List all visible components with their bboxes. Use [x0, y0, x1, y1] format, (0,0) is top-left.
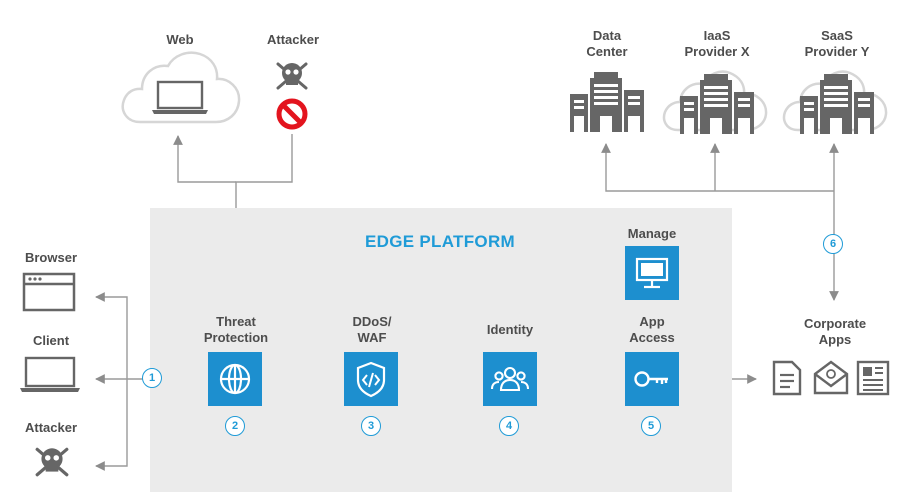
attacker-top-label: Attacker	[266, 32, 320, 47]
step-1-badge: 1	[142, 368, 162, 388]
email-icon	[813, 360, 849, 395]
saas-building-icon	[800, 74, 874, 134]
corporate-apps-label: Corporate Apps	[803, 316, 867, 347]
step-4-badge: 4	[499, 416, 519, 436]
globe-icon	[219, 363, 251, 395]
step-2-badge: 2	[225, 416, 245, 436]
identity-label: Identity	[486, 322, 534, 337]
shield-code-icon	[356, 361, 386, 398]
block-icon	[276, 98, 308, 130]
step-5-badge: 5	[641, 416, 661, 436]
manage-label: Manage	[627, 226, 677, 241]
skull-crossbones-icon	[276, 62, 308, 90]
ddos-waf-label: DDoS/ WAF	[352, 314, 392, 345]
saas-cloud-icon	[782, 70, 888, 132]
platform-title: EDGE PLATFORM	[365, 232, 515, 251]
manage-box[interactable]	[625, 246, 679, 300]
saas-label: SaaS Provider Y	[804, 28, 870, 59]
web-label: Web	[166, 32, 194, 47]
datacenter-label: Data Center	[586, 28, 628, 59]
laptop-icon	[20, 356, 80, 392]
browser-window-icon	[22, 272, 76, 312]
client-label: Client	[32, 333, 70, 348]
newspaper-icon	[856, 360, 890, 396]
threat-protection-label: Threat Protection	[203, 314, 269, 345]
step-3-badge: 3	[361, 416, 381, 436]
iaas-label: IaaS Provider X	[684, 28, 750, 59]
key-icon	[634, 371, 668, 387]
cloud-icon	[121, 51, 241, 124]
monitor-icon	[635, 257, 669, 289]
building-icon	[570, 72, 644, 132]
ddos-waf-box[interactable]	[344, 352, 398, 406]
users-icon	[490, 366, 530, 392]
laptop-icon	[152, 80, 208, 114]
threat-protection-box[interactable]	[208, 352, 262, 406]
iaas-cloud-icon	[662, 70, 768, 132]
attacker-bottom-label: Attacker	[24, 420, 78, 435]
app-access-label: App Access	[629, 314, 675, 345]
app-access-box[interactable]	[625, 352, 679, 406]
browser-label: Browser	[24, 250, 78, 265]
document-icon	[772, 360, 802, 396]
skull-crossbones-icon	[35, 447, 69, 477]
identity-box[interactable]	[483, 352, 537, 406]
iaas-building-icon	[680, 74, 754, 134]
step-6-badge: 6	[823, 234, 843, 254]
